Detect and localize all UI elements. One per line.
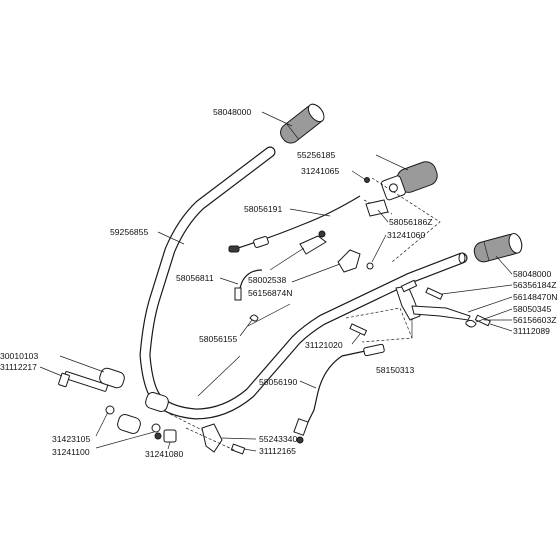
handlebar-frame <box>139 146 468 420</box>
label-56356184z: 56356184Z <box>513 280 557 290</box>
label-58150313: 58150313 <box>376 365 414 375</box>
leader-lines <box>39 111 513 452</box>
label-56148470n: 56148470N <box>513 292 557 302</box>
label-55256185: 55256185 <box>297 150 335 160</box>
label-56156603z: 56156603Z <box>513 315 557 325</box>
clamp-56156874n <box>337 249 361 273</box>
cable-end-nut <box>296 436 304 444</box>
lever-58002538 <box>299 230 327 255</box>
cable-58056190 <box>293 343 385 436</box>
nut-31241080 <box>163 429 177 443</box>
label-58056190: 58056190 <box>259 377 297 387</box>
top-hand-grip <box>280 103 325 144</box>
label-31241080: 31241080 <box>145 449 183 459</box>
label-30010103: 30010103 <box>0 351 38 361</box>
spring-58050345 <box>465 319 477 328</box>
bracket-55243340 <box>201 423 223 453</box>
pivot-bushing <box>117 392 169 434</box>
label-31112165: 31112165 <box>259 446 296 456</box>
lower-guides <box>169 413 235 451</box>
label-58048000-top: 58048000 <box>213 107 251 117</box>
washer-31423105b <box>151 423 161 433</box>
label-31241060: 31241060 <box>387 230 425 240</box>
bolt-31112089 <box>474 314 491 327</box>
label-55243340: 55243340 <box>259 434 297 444</box>
cable-58056811 <box>234 269 263 301</box>
nut-31241100 <box>154 432 162 440</box>
throttle-cable <box>228 195 361 253</box>
label-58002538: 58002538 <box>248 275 286 285</box>
label-58050345: 58050345 <box>513 304 551 314</box>
label-58048000-right: 58048000 <box>513 269 551 279</box>
bolt-31121020 <box>349 323 368 336</box>
label-58056191: 58056191 <box>244 204 282 214</box>
screw-31241065 <box>364 177 370 183</box>
throttle-grip <box>380 161 438 201</box>
right-hand-grip <box>473 233 523 263</box>
label-31112217: 31112217 <box>0 362 37 372</box>
label-31241065: 31241065 <box>301 166 339 176</box>
label-58056186z: 58056186Z <box>389 217 433 227</box>
label-31112089: 31112089 <box>513 326 550 336</box>
pivot-bolt-31112217 <box>58 371 109 392</box>
throttle-clip <box>365 199 389 217</box>
bolt-31112165 <box>230 443 246 455</box>
label-31241100: 31241100 <box>52 447 90 457</box>
spring-clip-58056155 <box>249 314 259 322</box>
bolt-56356184z <box>425 287 444 300</box>
bushing-30010103 <box>99 367 125 389</box>
label-31423105: 31423105 <box>52 434 90 444</box>
label-59256855: 59256855 <box>110 227 148 237</box>
washer-31423105 <box>105 405 115 415</box>
label-31121020: 31121020 <box>305 340 343 350</box>
bracket-guides <box>345 307 413 343</box>
label-56156874n: 56156874N <box>248 288 292 298</box>
label-58056811: 58056811 <box>176 273 214 283</box>
control-bracket <box>395 279 471 321</box>
nut-31241060 <box>366 262 374 270</box>
label-58056155: 58056155 <box>199 334 237 344</box>
part-labels: 58048000 55256185 31241065 58056191 5805… <box>0 107 557 459</box>
